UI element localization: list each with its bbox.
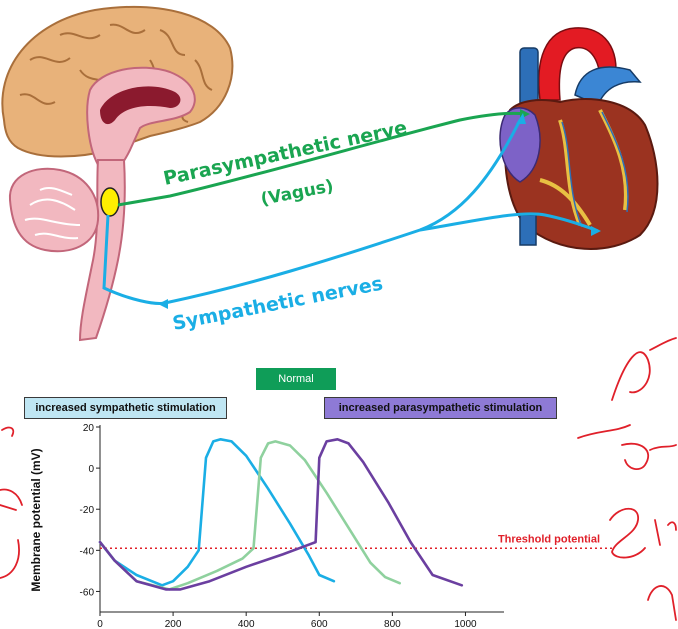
x-tick-label: 200	[165, 619, 182, 629]
parasympathetic-nerve-label: Parasympathetic nerve	[161, 117, 409, 190]
legend-normal: Normal	[256, 368, 336, 390]
x-tick-label: 1000	[454, 619, 477, 629]
sympathetic-nerve-path	[102, 119, 522, 305]
x-tick-label: 800	[384, 619, 401, 629]
heart-illustration	[499, 27, 659, 250]
legend-parasympathetic: increased parasympathetic stimulation	[324, 397, 557, 419]
legend-normal-label: Normal	[278, 373, 314, 385]
y-tick-label: 0	[88, 464, 94, 475]
handwritten-annotations	[0, 337, 677, 621]
y-tick-label: 20	[83, 423, 95, 434]
sympathetic-nerve-label: Sympathetic nerves	[171, 273, 385, 335]
y-axis-label: Membrane potential (mV)	[29, 448, 43, 591]
sympathetic-nerve-branch	[419, 212, 599, 233]
legend-parasympathetic-label: increased parasympathetic stimulation	[338, 402, 543, 414]
legend-sympathetic: increased sympathetic stimulation	[24, 397, 227, 419]
vagus-label: (Vagus)	[259, 176, 335, 210]
series-line-2	[98, 437, 464, 591]
x-tick-label: 600	[311, 619, 328, 629]
legend-sympathetic-label: increased sympathetic stimulation	[35, 402, 216, 414]
y-tick-label: -20	[80, 505, 95, 516]
y-tick-label: -40	[80, 546, 95, 557]
y-tick-label: -60	[80, 587, 95, 598]
sympathetic-arrowhead-c	[158, 299, 168, 309]
sympathetic-arrowhead-b	[591, 226, 601, 236]
x-tick-label: 0	[97, 619, 103, 629]
threshold-label: Threshold potential	[498, 533, 600, 545]
sympathetic-arrowhead-a	[516, 113, 526, 124]
brain-illustration	[1, 5, 234, 342]
x-tick-label: 400	[238, 619, 255, 629]
series-line-0	[98, 437, 336, 587]
parasympathetic-nerve-path	[117, 111, 526, 207]
